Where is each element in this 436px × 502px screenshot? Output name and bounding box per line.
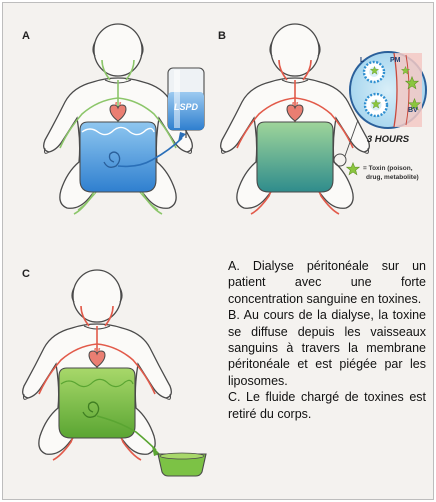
panel-b-label-bv: BV — [408, 107, 418, 114]
panel-a-bag-label: LSPD — [174, 102, 199, 112]
panel-b-legend-line2: drug, metabolite) — [366, 174, 419, 181]
caption: A. Dialyse péritonéale sur un patient av… — [228, 258, 426, 422]
caption-b: B. Au cours de la dialyse, la toxine se … — [228, 307, 426, 389]
panel-c-illustration — [10, 250, 225, 490]
panel-c-dialysate-cavity — [59, 368, 135, 438]
panel-a-dialysate-cavity — [80, 122, 156, 192]
caption-a: A. Dialyse péritonéale sur un patient av… — [228, 258, 426, 307]
panel-b-dialysate-cavity — [257, 122, 333, 192]
panel-a-illustration: LSPD — [18, 10, 218, 240]
caption-c: C. Le fluide chargé de toxines est retir… — [228, 389, 426, 422]
panel-b-time-label: 3 HOURS — [367, 134, 410, 145]
panel-b-label-l: L — [360, 57, 365, 64]
panel-b-label-pm: PM — [390, 57, 401, 64]
panel-b-legend-line1: = Toxin (poison, — [363, 165, 413, 172]
panel-c-collection-tray — [158, 453, 206, 476]
panel-b-legend-star — [347, 163, 360, 175]
panel-b-illustration: L PM BV 3 HOURS = Toxin (poison, drug, m… — [208, 10, 430, 240]
